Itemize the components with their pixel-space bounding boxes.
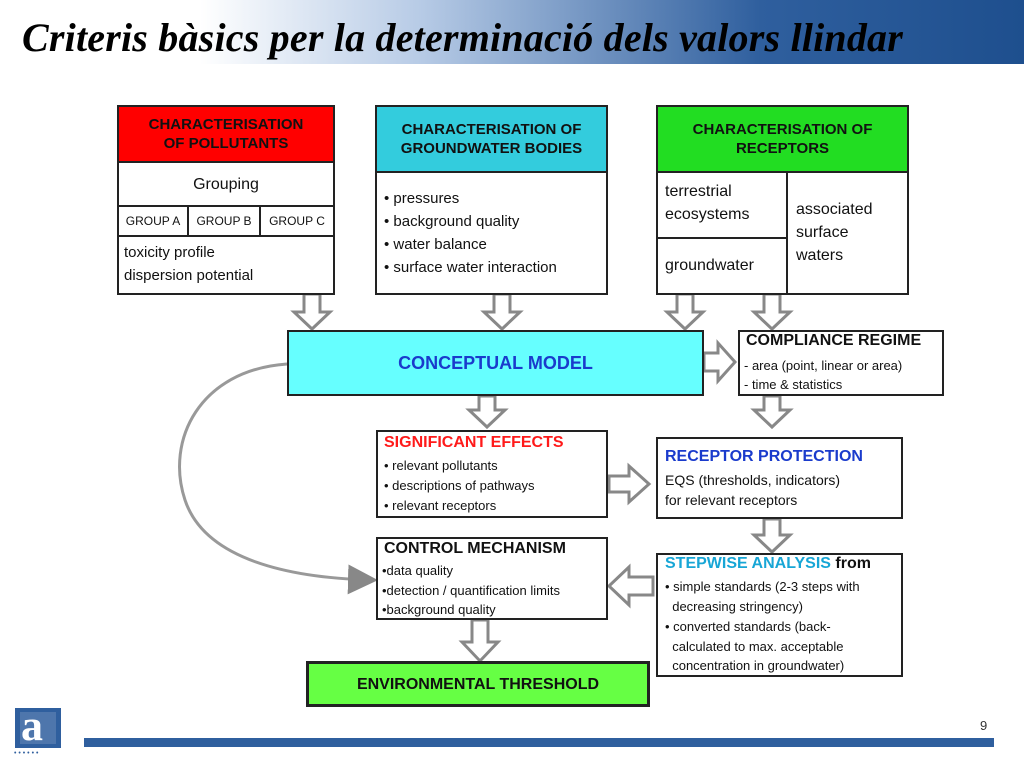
arrow-down-receptors-left xyxy=(663,292,707,332)
groundwater-item-2: • background quality xyxy=(384,213,520,230)
stepwise-line-3: • converted standards (back- xyxy=(665,619,831,634)
arrow-down-conceptual xyxy=(465,394,509,430)
compliance-line-2: - time & statistics xyxy=(744,377,843,392)
logo: a • • • • • • xyxy=(12,701,68,762)
arrow-left-stepwise xyxy=(606,563,655,609)
control-mechanism-title: CONTROL MECHANISM xyxy=(384,540,566,557)
significant-effects-title: SIGNIFICANT EFFECTS xyxy=(384,434,564,451)
surface-line-3: waters xyxy=(796,247,844,264)
stepwise-title: STEPWISE ANALYSIS from xyxy=(665,553,871,575)
pollutants-line-2: dispersion potential xyxy=(124,267,254,284)
title-band xyxy=(0,0,1024,64)
stepwise-title-colored: STEPWISE ANALYSIS xyxy=(665,555,831,572)
receptor-protection-title: RECEPTOR PROTECTION xyxy=(665,448,863,465)
arrow-down-pollutants xyxy=(290,292,334,332)
control-item-1: •data quality xyxy=(382,563,454,578)
conceptual-model-box: CONCEPTUAL MODEL xyxy=(287,330,704,396)
stepwise-line-5: concentration in groundwater) xyxy=(665,658,845,673)
footer-line xyxy=(84,738,994,747)
groundwater-item-4: • surface water interaction xyxy=(384,259,557,276)
arrow-right-significant xyxy=(607,462,652,506)
logo-dots: • • • • • • xyxy=(14,750,39,757)
stepwise-analysis-box xyxy=(656,553,903,677)
logo-letter: a xyxy=(21,701,43,750)
receptor-protection-line-2: for relevant receptors xyxy=(665,492,798,508)
significant-item-2: • descriptions of pathways xyxy=(384,478,535,493)
logo-icon xyxy=(15,708,61,748)
control-item-2: •detection / quantification limits xyxy=(382,583,560,598)
significant-effects-box xyxy=(376,430,608,518)
group-a-cell: GROUP A xyxy=(117,205,189,237)
stepwise-line-1: • simple standards (2-3 steps with xyxy=(665,579,860,594)
curved-connector xyxy=(178,362,378,595)
arrow-right-conceptual xyxy=(702,339,738,385)
significant-item-1: • relevant pollutants xyxy=(384,458,498,473)
terrestrial-line-2: ecosystems xyxy=(665,206,750,223)
control-mechanism-box xyxy=(376,537,608,620)
group-b-cell: GROUP B xyxy=(187,205,261,237)
surface-line-2: surface xyxy=(796,224,849,241)
compliance-title: COMPLIANCE REGIME xyxy=(746,332,922,349)
surface-line-1: associated xyxy=(796,201,873,218)
grouping-cell: Grouping xyxy=(117,161,335,207)
arrow-down-compliance xyxy=(750,394,794,430)
arrow-down-receptors-right xyxy=(750,292,794,332)
receptor-protection-box xyxy=(656,437,903,519)
groundwater-item-3: • water balance xyxy=(384,236,487,253)
terrestrial-line-1: terrestrial xyxy=(665,183,732,200)
slide-title: Criteris bàsics per la determinació dels… xyxy=(22,15,904,60)
groundwater-item-1: • pressures xyxy=(384,190,460,207)
pollutants-line-1: toxicity profile xyxy=(124,244,215,261)
receptor-groundwater-label: groundwater xyxy=(665,257,754,274)
environmental-threshold-box: ENVIRONMENTAL THRESHOLD xyxy=(306,661,650,707)
stepwise-line-2: decreasing stringency) xyxy=(665,599,804,614)
control-item-3: •background quality xyxy=(382,602,496,617)
group-c-cell: GROUP C xyxy=(259,205,335,237)
stepwise-line-4: calculated to max. acceptable xyxy=(665,639,844,654)
significant-item-3: • relevant receptors xyxy=(384,498,497,513)
arrow-down-groundwater xyxy=(480,292,524,332)
page-number: 9 xyxy=(980,718,988,733)
compliance-line-1: - area (point, linear or area) xyxy=(744,358,903,373)
arrow-down-protection xyxy=(750,517,794,555)
receptor-groundwater-cell xyxy=(656,237,788,295)
receptor-protection-line-1: EQS (thresholds, indicators) xyxy=(665,472,841,488)
compliance-box xyxy=(738,330,944,396)
stepwise-title-rest: from xyxy=(830,555,871,572)
arrow-down-control xyxy=(458,618,502,664)
